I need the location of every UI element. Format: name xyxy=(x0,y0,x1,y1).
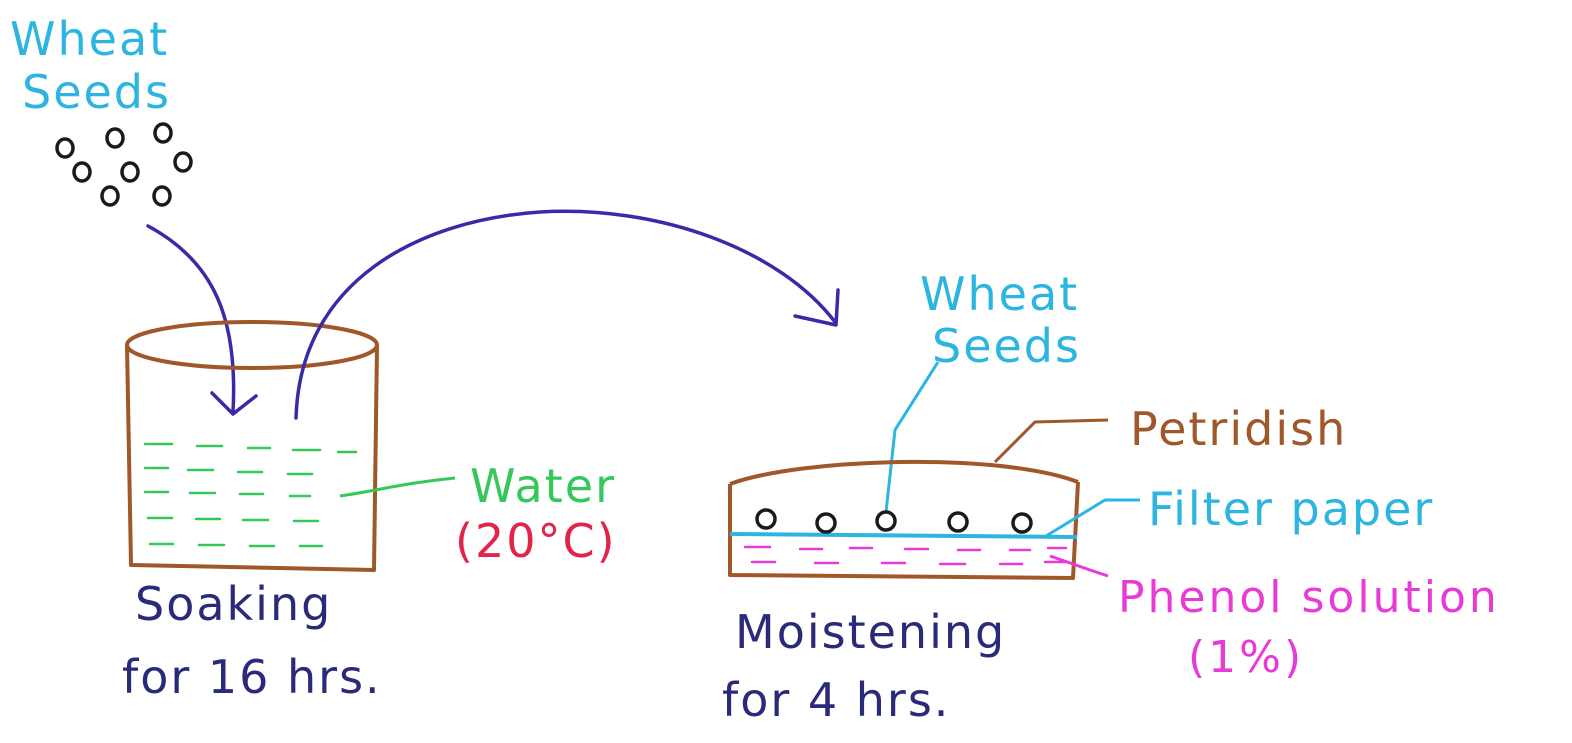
filter-paper-label: Filter paper xyxy=(1148,482,1434,536)
filter-paper-layer xyxy=(729,532,1078,539)
water-leader-line xyxy=(339,476,456,498)
seed xyxy=(55,137,75,159)
petridish-lid xyxy=(729,459,1079,486)
seed xyxy=(875,510,897,532)
arrow-beaker-to-petridish xyxy=(294,209,840,420)
petridish-label: Petridish xyxy=(1130,402,1347,456)
petridish-leader xyxy=(993,418,1109,464)
seed xyxy=(755,508,777,530)
phenol-solution-leader xyxy=(1049,554,1109,578)
beaker-rim xyxy=(125,320,379,370)
wheat-seeds-top-label-line2: Seeds xyxy=(22,65,171,119)
seed xyxy=(120,161,140,183)
filter-paper-leader xyxy=(1045,498,1140,538)
seed xyxy=(173,151,193,173)
soaking-caption-line1: Soaking xyxy=(135,577,332,631)
wheat-seeds-in-dish xyxy=(755,508,1033,534)
water-label: Water xyxy=(470,459,616,513)
wheat-seeds-dish-label-line1: Wheat xyxy=(920,267,1079,321)
moistening-caption-line1: Moistening xyxy=(735,605,1006,659)
seed xyxy=(72,161,92,183)
phenol-concentration-label: (1%) xyxy=(1188,632,1304,683)
seed xyxy=(1011,512,1033,534)
phenol-solution-label: Phenol solution xyxy=(1118,572,1500,623)
moistening-caption-line2: for 4 hrs. xyxy=(722,673,950,727)
phenol-solution-layer xyxy=(743,545,1068,566)
soaking-caption-line2: for 16 hrs. xyxy=(122,650,382,704)
water-temperature-label: (20°C) xyxy=(455,514,617,568)
soaking-beaker xyxy=(125,320,379,572)
seed xyxy=(105,127,125,149)
beaker-body xyxy=(125,344,379,572)
seed xyxy=(815,512,837,534)
seed xyxy=(152,185,172,207)
arrow-seeds-to-beaker xyxy=(146,224,258,416)
petridish xyxy=(728,459,1080,580)
petridish-body xyxy=(728,481,1080,580)
seed xyxy=(153,122,173,144)
loose-wheat-seeds xyxy=(55,122,193,207)
water-in-beaker xyxy=(143,442,358,548)
wheat-seeds-dish-leader xyxy=(884,361,940,513)
wheat-seeds-dish-label-line2: Seeds xyxy=(932,319,1081,373)
wheat-seeds-top-label-line1: Wheat xyxy=(10,12,169,66)
seed xyxy=(947,511,969,533)
seed xyxy=(100,185,120,207)
